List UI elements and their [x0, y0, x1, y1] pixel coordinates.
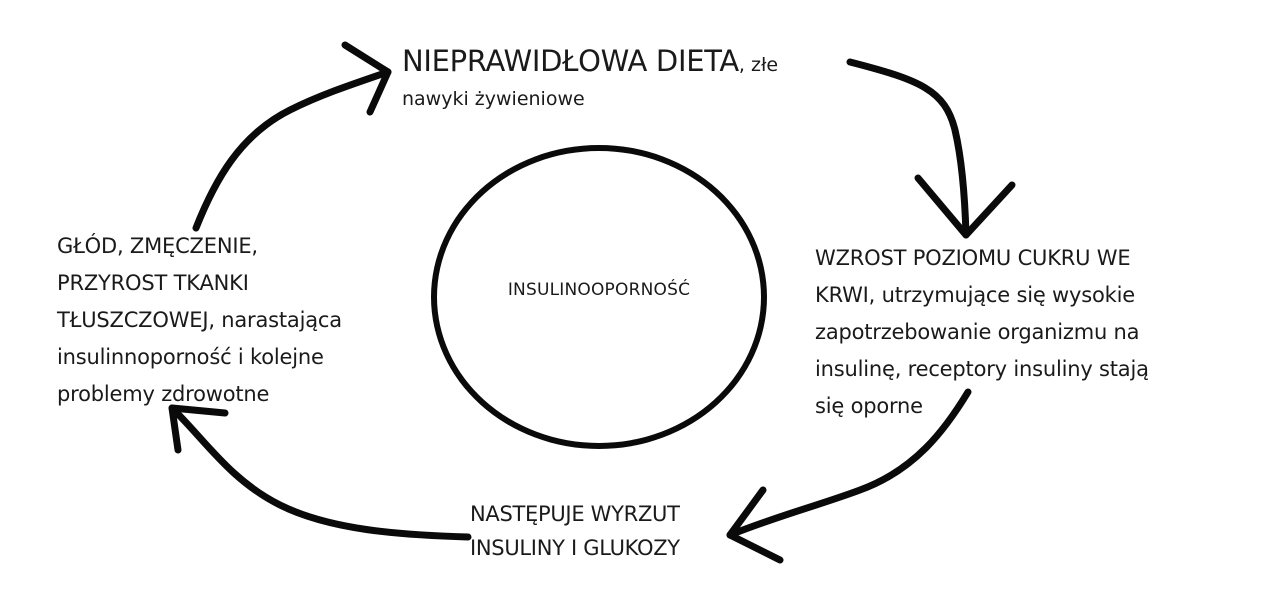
node-right-line: zapotrzebowanie organizmu na [815, 320, 1140, 344]
node-left-line: TŁUSZCZOWEJ, narastająca [57, 308, 342, 332]
arrow-left-to-top-icon [192, 41, 392, 232]
center-circle [431, 145, 767, 449]
node-right-line: się oporne [815, 394, 923, 418]
node-insulin-spike: NASTĘPUJE WYRZUT INSULINY I GLUKOZY [470, 497, 770, 565]
node-right-line: KRWI, utrzymujące się wysokie [815, 283, 1135, 307]
center-label: INSULINOOPORNOŚĆ [507, 280, 691, 300]
arrow-top-to-right-icon [846, 58, 1016, 239]
node-left-line: PRZYROST TKANKI [57, 271, 249, 295]
node-left-line: GŁÓD, ZMĘCZENIE, [57, 234, 258, 258]
node-hunger-fatigue: GŁÓD, ZMĘCZENIE, PRZYROST TKANKI TŁUSZCZ… [57, 228, 417, 413]
node-right-line: WZROST POZIOMU CUKRU WE [815, 246, 1131, 270]
node-top-line2: nawyki żywieniowe [402, 88, 585, 111]
node-left-line: insulinnoporność i kolejne [57, 345, 324, 369]
node-right-line: insulinę, receptory insuliny stają [815, 357, 1149, 381]
node-top-rest: , złe [738, 54, 779, 76]
node-left-line: problemy zdrowotne [57, 382, 270, 406]
node-blood-sugar-rise: WZROST POZIOMU CUKRU WE KRWI, utrzymując… [815, 240, 1245, 425]
arrow-bottom-to-left-icon [168, 404, 472, 541]
node-unhealthy-diet: NIEPRAWIDŁOWA DIETA, złe nawyki żywienio… [402, 42, 862, 113]
node-top-emphasis: NIEPRAWIDŁOWA DIETA [402, 44, 739, 78]
arrow-right-to-bottom-icon [726, 388, 972, 564]
node-bottom-line: NASTĘPUJE WYRZUT [470, 502, 680, 526]
node-bottom-line: INSULINY I GLUKOZY [470, 536, 680, 560]
